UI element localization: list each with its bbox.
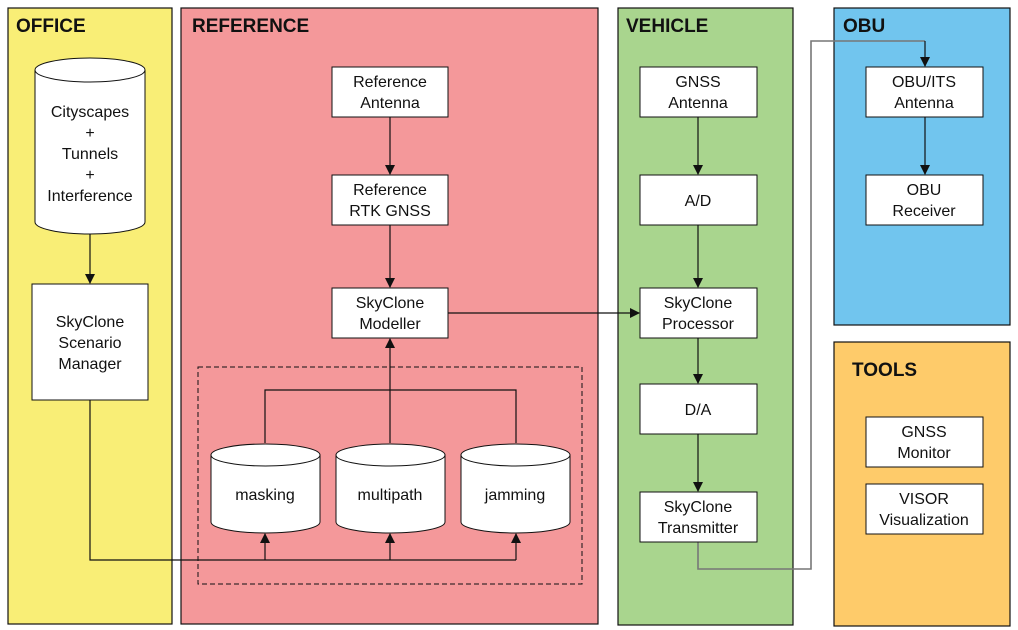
jamming-label: jamming [484, 487, 545, 504]
reference-rtk-gnss-box: Reference RTK GNSS [331, 174, 449, 226]
visor-visualization-box: VISOR Visualization [865, 483, 984, 535]
modeller-line-1: SkyClone [356, 295, 425, 312]
multipath-database: multipath [335, 443, 446, 534]
reference-title: REFERENCE [192, 16, 309, 37]
da-converter-box: D/A [639, 383, 758, 435]
db-line-3: Tunnels [62, 146, 118, 163]
db-line-5: Interference [47, 188, 132, 205]
skyclone-modeller-box: SkyClone Modeller [331, 287, 449, 339]
obu-its-antenna-box: OBU/ITS Antenna [865, 66, 984, 118]
db-line-2: + [85, 125, 94, 142]
obu-antenna-line-1: OBU/ITS [892, 74, 956, 91]
wire-transmitter-to-obu [697, 40, 925, 570]
masking-database: masking [210, 443, 321, 534]
ad-converter-box: A/D [639, 174, 758, 226]
scenario-manager-box: SkyClone Scenario Manager [31, 283, 149, 401]
jamming-database: jamming [460, 443, 571, 534]
processor-line-1: SkyClone [664, 295, 733, 312]
scenario-manager-line-2: Scenario [58, 335, 121, 352]
processor-line-2: Processor [662, 316, 735, 333]
db-line-1: Cityscapes [51, 104, 129, 121]
connectors [85, 40, 930, 570]
gnss-monitor-box: GNSS Monitor [865, 416, 984, 468]
wire-scenario-manager-to-models [89, 400, 516, 561]
vehicle-title: VEHICLE [626, 16, 708, 37]
rtk-line-1: Reference [353, 182, 427, 199]
db-line-4: + [85, 167, 94, 184]
ad-label: A/D [685, 193, 712, 210]
office-title: OFFICE [16, 16, 86, 37]
tools-title: TOOLS [852, 360, 917, 381]
obu-title: OBU [843, 16, 885, 37]
rtk-line-2: RTK GNSS [349, 203, 431, 220]
obu-receiver-box: OBU Receiver [865, 174, 984, 226]
obu-antenna-line-2: Antenna [894, 95, 954, 112]
multipath-label: multipath [358, 487, 423, 504]
obu-receiver-line-1: OBU [907, 182, 942, 199]
reference-antenna-line-1: Reference [353, 74, 427, 91]
gnss-antenna-line-2: Antenna [668, 95, 728, 112]
gnss-monitor-line-1: GNSS [901, 424, 946, 441]
transmitter-line-2: Transmitter [658, 520, 739, 537]
da-label: D/A [685, 402, 712, 419]
skyclone-processor-box: SkyClone Processor [639, 287, 758, 339]
reference-antenna-box: Reference Antenna [331, 66, 449, 118]
gnss-antenna-line-1: GNSS [675, 74, 720, 91]
skyclone-transmitter-box: SkyClone Transmitter [639, 491, 758, 543]
visor-line-2: Visualization [879, 512, 969, 529]
obu-panel [833, 7, 1011, 326]
visor-line-1: VISOR [899, 491, 949, 508]
scenario-manager-line-3: Manager [58, 356, 122, 373]
reference-antenna-line-2: Antenna [360, 95, 420, 112]
gnss-monitor-line-2: Monitor [897, 445, 951, 462]
modeller-line-2: Modeller [359, 316, 421, 333]
office-database: Cityscapes + Tunnels + Interference [34, 57, 146, 235]
gnss-antenna-box: GNSS Antenna [639, 66, 758, 118]
obu-receiver-line-2: Receiver [892, 203, 956, 220]
transmitter-line-1: SkyClone [664, 499, 733, 516]
scenario-manager-line-1: SkyClone [56, 314, 125, 331]
masking-label: masking [235, 487, 295, 504]
